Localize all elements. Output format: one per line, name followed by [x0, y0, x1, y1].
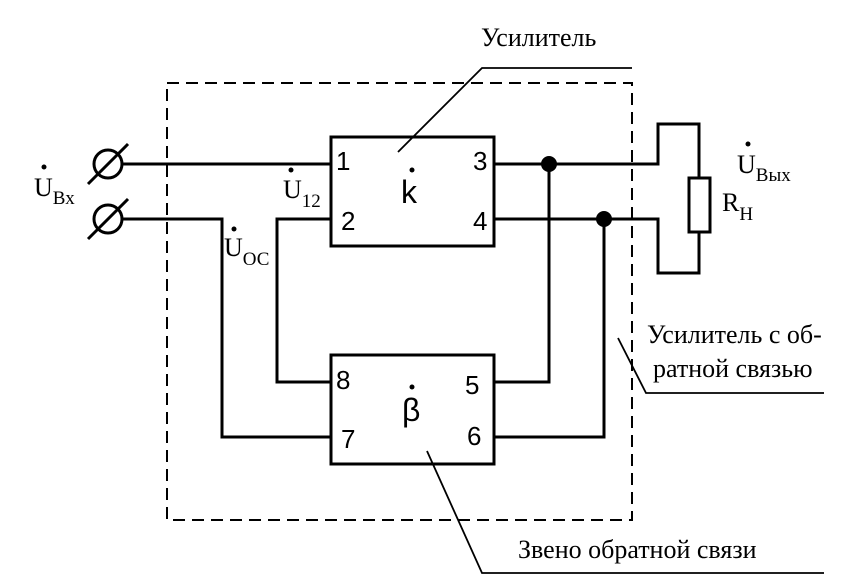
pin-7: 7: [341, 424, 355, 454]
junction-dot-top: [541, 156, 557, 172]
feedback-amplifier-leader-line: [617, 337, 824, 394]
pin-1: 1: [336, 146, 350, 176]
amplifier-caption: Усилитель: [481, 23, 597, 52]
amplifier-block: [329, 135, 496, 248]
feedback-symbol-dot: [409, 384, 415, 390]
wire-node3-to-pin5: [494, 164, 551, 384]
load-resistor-label: RН: [722, 188, 753, 225]
svg-text:UВых: UВых: [737, 150, 791, 186]
feedback-amplifier-caption-line2: ратной связью: [653, 354, 813, 383]
wire-pin2-to-pin8: [275, 217, 331, 384]
svg-text:U12: U12: [283, 175, 321, 212]
pin-2: 2: [341, 206, 355, 236]
wire-pin3-to-load: [494, 122, 701, 178]
input-terminal-bottom: [86, 197, 130, 241]
pin-8: 8: [336, 365, 350, 395]
input-voltage-label: UВх: [34, 164, 75, 209]
wire-node4-to-pin6: [494, 219, 606, 439]
feedback-link-leader-line: [426, 450, 824, 574]
pin-6: 6: [467, 421, 481, 451]
pin-5: 5: [465, 370, 479, 400]
pin-3: 3: [473, 146, 487, 176]
feedback-link-caption: Звено обратной связи: [518, 535, 757, 564]
svg-text:UОС: UОС: [224, 233, 269, 270]
input-terminal-top: [86, 142, 130, 186]
wire-pin4-to-load: [494, 217, 701, 275]
output-voltage-label: UВых: [737, 141, 791, 186]
wires: [122, 122, 701, 439]
amplifier-symbol-k: k: [401, 174, 418, 210]
feedback-amplifier-caption-line1: Усилитель с об-: [647, 320, 822, 349]
svg-text:RН: RН: [722, 188, 753, 225]
feedback-block: [329, 353, 496, 466]
wire-input-bottom-to-pin7: [122, 217, 331, 439]
pin-4: 4: [473, 206, 487, 236]
junction-dot-bottom: [596, 211, 612, 227]
u12-voltage-label: U12: [283, 167, 321, 212]
amplifier-leader-line: [397, 67, 632, 153]
svg-text:UВх: UВх: [34, 173, 75, 209]
amplifier-symbol-dot: [409, 167, 415, 173]
load-resistor-symbol: [687, 176, 712, 234]
feedback-symbol-beta: β: [402, 392, 420, 428]
feedback-amplifier-boundary: [166, 82, 633, 521]
feedback-voltage-label: UОС: [224, 226, 269, 270]
